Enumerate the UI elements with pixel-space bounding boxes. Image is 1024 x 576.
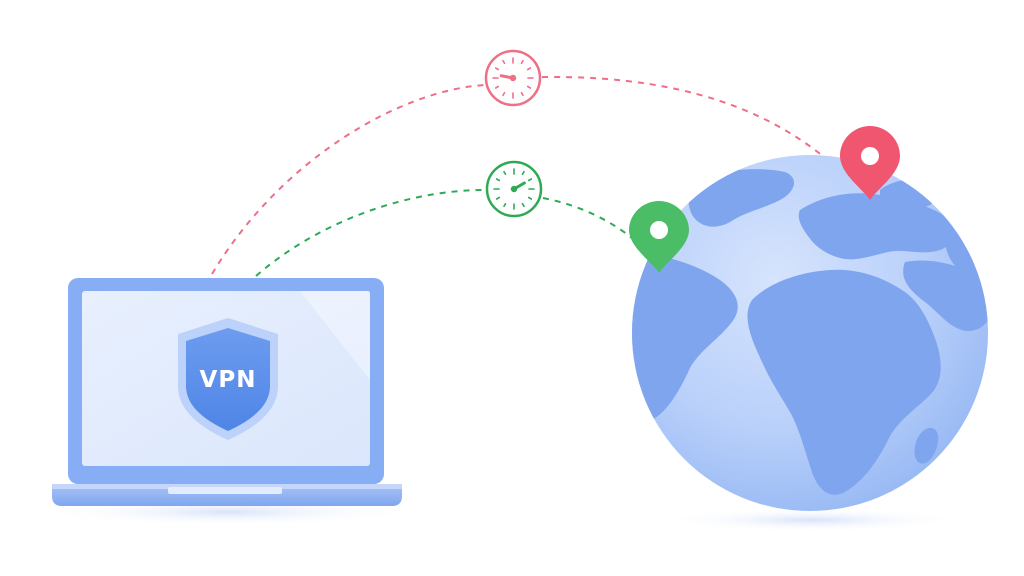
fast-location-pin-icon (629, 201, 689, 273)
gauge-tick (503, 170, 507, 176)
continent-europe (798, 193, 955, 260)
shield-label: VPN (200, 367, 257, 393)
gauge-tick (494, 67, 500, 71)
fast-route-line (255, 189, 485, 277)
laptop-trackpad-notch (168, 487, 282, 494)
gauge-tick (527, 196, 533, 200)
gauge-tick (494, 85, 500, 89)
fast-route-line-2 (542, 197, 641, 246)
fast-pin-dot (650, 221, 668, 239)
slow-pin-dot (861, 147, 879, 165)
slow-gauge-ticks (492, 57, 534, 99)
gauge-tick (520, 91, 524, 97)
gauge-tick (521, 202, 525, 208)
continent-madagascar (914, 427, 939, 464)
laptop-icon (52, 278, 402, 506)
slow-speedometer-icon (484, 49, 542, 107)
gauge-tick (526, 67, 532, 71)
gauge-tick (520, 59, 524, 65)
fast-gauge-ticks (493, 168, 535, 210)
gauge-tick (502, 59, 506, 65)
gauge-tick (495, 196, 501, 200)
continent-uk (816, 222, 838, 243)
globe-shadow (662, 508, 962, 532)
slow-location-pin-icon (840, 126, 900, 200)
globe-icon (632, 155, 988, 511)
slow-route-line-2 (541, 75, 869, 201)
globe-land (632, 169, 988, 495)
gauge-tick (502, 91, 506, 97)
gauge-tick (503, 202, 507, 208)
continent-middle-east (903, 260, 988, 331)
slow-route-line (211, 84, 486, 275)
continent-africa (747, 269, 941, 495)
shield-inner (186, 328, 270, 431)
gauge-tick (527, 178, 533, 182)
shield-icon: VPN (178, 318, 278, 440)
continent-south-america (632, 250, 738, 420)
laptop-base (52, 484, 402, 506)
gauge-tick (521, 170, 525, 176)
gauge-tick (495, 178, 501, 182)
screen-glare (300, 291, 370, 380)
gauge-tick (526, 85, 532, 89)
continent-greenland (737, 183, 773, 210)
fast-speedometer-icon (485, 160, 543, 218)
laptop-hinge (52, 484, 402, 489)
